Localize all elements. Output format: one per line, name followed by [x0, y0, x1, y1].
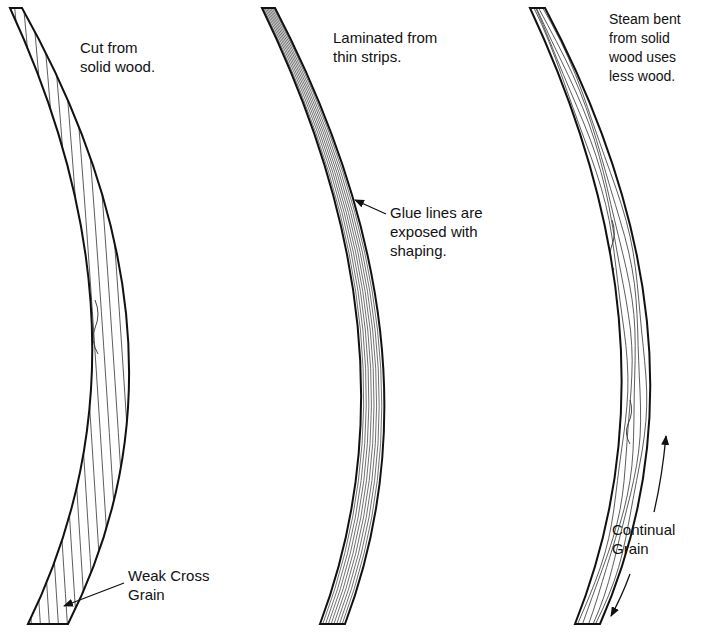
laminate-strips	[263, 8, 381, 624]
leader-line	[64, 583, 124, 606]
laminated-piece	[262, 8, 384, 624]
note-label: Glue lines are exposed with shaping.	[390, 203, 502, 260]
note-text: Laminated from thin strips.	[333, 29, 437, 65]
grain-arrow	[611, 574, 630, 616]
leader-line	[355, 200, 386, 214]
wood-grain	[0, 0, 239, 634]
note-text: Continual Grain	[612, 521, 675, 557]
note-label: Steam bent from solid wood uses less woo…	[609, 10, 699, 86]
note-text: Weak Cross Grain	[128, 567, 209, 603]
solid-cut-piece	[10, 8, 129, 624]
note-text: Steam bent from solid wood uses less woo…	[609, 11, 681, 84]
note-text: Glue lines are exposed with shaping.	[390, 204, 483, 259]
grain-arrow	[654, 436, 666, 512]
note-text: Cut from solid wood.	[80, 39, 155, 75]
note-label: Weak Cross Grain	[128, 566, 238, 604]
note-label: Cut from solid wood.	[80, 38, 172, 76]
note-label: Continual Grain	[612, 520, 698, 558]
note-label: Laminated from thin strips.	[333, 28, 445, 66]
